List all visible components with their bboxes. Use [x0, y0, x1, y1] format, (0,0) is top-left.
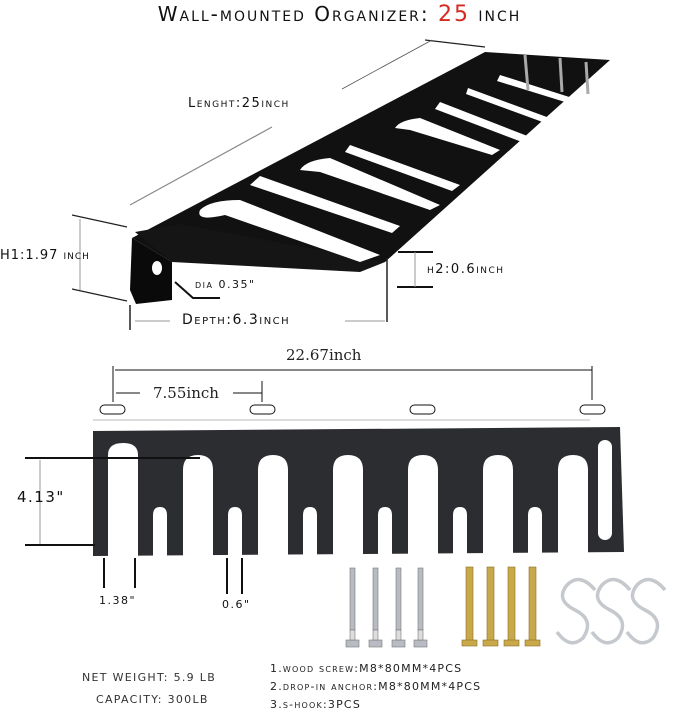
- drop-in-anchor-icon: [461, 566, 541, 647]
- capacity-label: CAPACITY:: [96, 693, 163, 706]
- page-title: Wall-mounted Organizer: 25 inch: [0, 2, 679, 27]
- title-unit: inch: [478, 2, 522, 26]
- mounting-hole-icon: [152, 261, 162, 275]
- mount-slot-4: [579, 404, 606, 415]
- total-span-label: 22.67inch: [286, 346, 362, 364]
- h2-label: h2:0.6inch: [427, 262, 505, 277]
- dia-label: dia 0.35": [195, 278, 256, 291]
- title-size: 25: [438, 2, 470, 27]
- net-weight-row: NET WEIGHT: 5.9 LB: [82, 671, 216, 684]
- length-label: Lenght:25inch: [188, 96, 290, 111]
- slot-height-label: 4.13": [17, 488, 65, 506]
- kit-item-wood-screw: 1.wood screw:M8*80MM*4PCS: [270, 662, 463, 675]
- wood-screw-icon: [345, 567, 428, 648]
- slot-width-label: 1.38": [99, 594, 137, 607]
- mount-slot-3: [409, 404, 436, 415]
- s-hook-icon: [555, 577, 667, 645]
- mount-slot-2: [249, 404, 276, 415]
- hole-spacing-label: 7.55inch: [153, 384, 219, 402]
- kit-item-s-hook: 3.s-hook:3PCS: [270, 698, 361, 711]
- kit-item-anchor: 2.drop-in anchor:M8*80MM*4PCS: [270, 680, 482, 693]
- title-prefix: Wall-mounted Organizer:: [157, 2, 430, 26]
- capacity-value: 300LB: [167, 693, 209, 706]
- h1-label: H1:1.97 inch: [0, 248, 90, 263]
- capacity-row: CAPACITY: 300LB: [96, 693, 209, 706]
- net-weight-label: NET WEIGHT:: [82, 671, 169, 684]
- depth-label: Depth:6.3inch: [182, 312, 291, 328]
- net-weight-value: 5.9 LB: [173, 671, 217, 684]
- small-slot-width-label: 0.6": [222, 598, 251, 611]
- mount-slot-1: [99, 404, 126, 415]
